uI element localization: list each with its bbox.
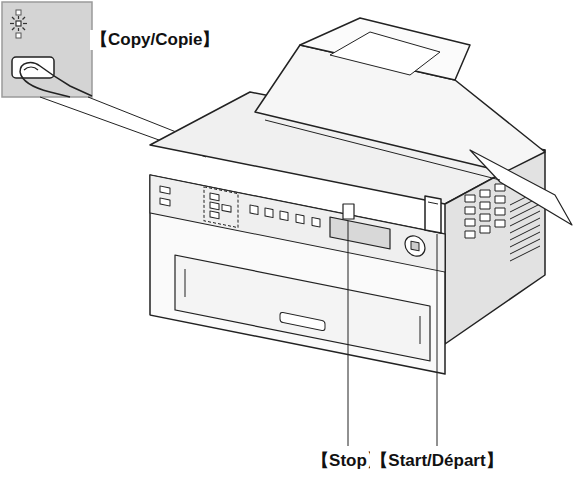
copy-button-inset bbox=[2, 2, 92, 97]
leader-line bbox=[437, 234, 438, 446]
leader-line bbox=[348, 221, 349, 446]
part-label: 【Copy/Copie】 bbox=[90, 30, 220, 50]
part-label: 【Start/Départ】 bbox=[370, 451, 503, 471]
machine-body bbox=[150, 18, 572, 374]
